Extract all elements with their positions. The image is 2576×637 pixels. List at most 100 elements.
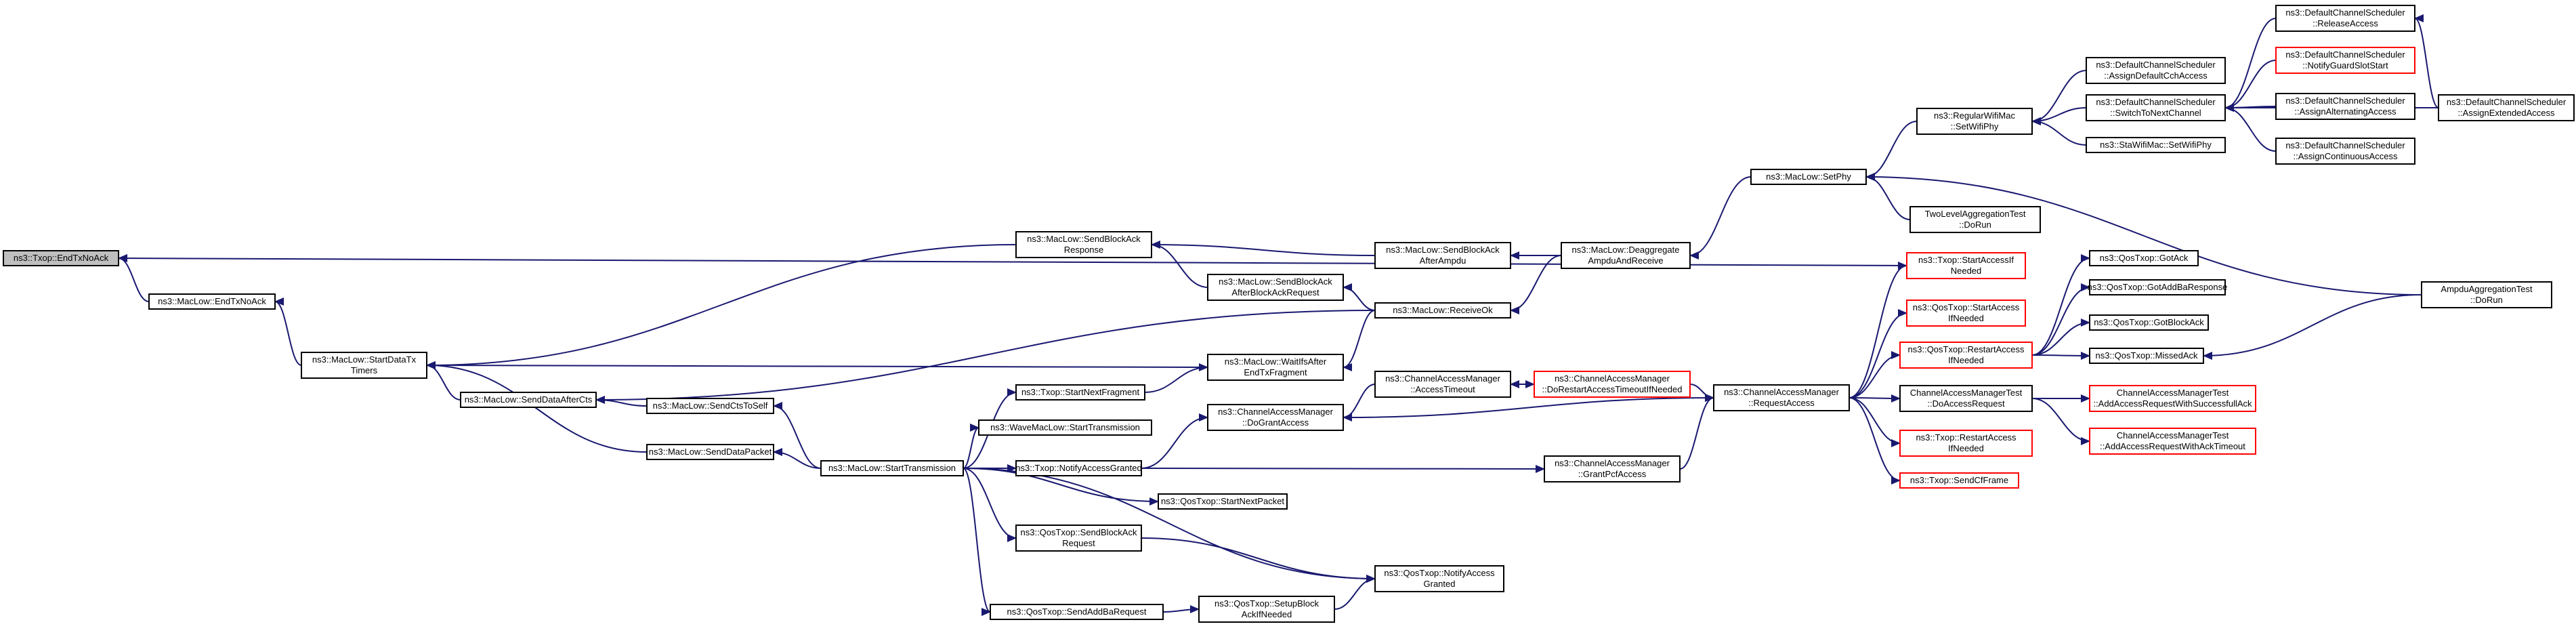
graph-node-assignextended[interactable]: ns3::DefaultChannelScheduler::AssignExte… — [2438, 94, 2575, 121]
node-box — [148, 293, 276, 310]
node-label: ChannelAccessManagerTest — [1910, 388, 2023, 398]
graph-node-qostxop-sendaddba[interactable]: ns3::QosTxop::SendAddBaRequest — [990, 604, 1164, 620]
node-label: ns3::MacLow::EndTxNoAck — [158, 296, 266, 306]
node-box — [2086, 137, 2226, 153]
node-label: ::DoRun — [1959, 220, 1991, 230]
call-edge — [1151, 241, 1376, 256]
node-label: ns3::MacLow::SendBlockAck — [1386, 245, 1500, 255]
node-label: ::AddAccessRequestWithSuccessfullAck — [2093, 398, 2252, 409]
graph-node-qostxop-gotblockack[interactable]: ns3::QosTxop::GotBlockAck — [2089, 314, 2209, 331]
graph-node-assignalternating[interactable]: ns3::DefaultChannelScheduler::AssignAlte… — [2275, 93, 2415, 120]
graph-node-txop-startnextfragment[interactable]: ns3::Txop::StartNextFragment — [1015, 384, 1145, 400]
graph-node-setphy[interactable]: ns3::MacLow::SetPhy — [1750, 169, 1867, 185]
graph-node-switchtonext[interactable]: ns3::DefaultChannelScheduler::SwitchToNe… — [2086, 94, 2226, 121]
node-label: AmpduAggregationTest — [2441, 284, 2533, 294]
graph-node-cam-accesstimeout[interactable]: ns3::ChannelAccessManager::AccessTimeout — [1374, 371, 1511, 398]
graph-node-camtest-acktimeout[interactable]: ChannelAccessManagerTest::AddAccessReque… — [2089, 428, 2256, 455]
graph-node-qostxop-notifyaccessgranted[interactable]: ns3::QosTxop::NotifyAccessGranted — [1374, 565, 1504, 592]
graph-node-txop-notifyaccessgranted[interactable]: ns3::Txop::NotifyAccessGranted — [1015, 460, 1142, 476]
node-label: ns3::DefaultChannelScheduler — [2096, 97, 2216, 107]
node-box — [301, 352, 427, 379]
graph-node-regularwifimac[interactable]: ns3::RegularWifiMac::SetWifiPhy — [1916, 108, 2033, 135]
node-box — [1374, 371, 1511, 398]
graph-node-notifyguardslot[interactable]: ns3::DefaultChannelScheduler::NotifyGuar… — [2275, 47, 2415, 74]
call-edge — [1865, 173, 1911, 220]
node-box — [1158, 493, 1288, 510]
graph-node-maclow-endtxnoack[interactable]: ns3::MacLow::EndTxNoAck — [148, 293, 276, 310]
graph-node-cam-dogrant[interactable]: ns3::ChannelAccessManager::DoGrantAccess — [1207, 404, 1344, 431]
graph-node-assigncontinuous[interactable]: ns3::DefaultChannelScheduler::AssignCont… — [2275, 138, 2415, 165]
node-box — [460, 392, 597, 408]
node-label: ns3::MacLow::WaitIfsAfter — [1225, 356, 1327, 367]
node-label: ns3::MacLow::ReceiveOk — [1393, 305, 1493, 315]
call-edge — [595, 310, 1376, 404]
node-box — [1015, 384, 1145, 400]
graph-node-qostxop-gotaddba[interactable]: ns3::QosTxop::GotAddBaResponse — [2088, 279, 2228, 295]
graph-node-qostxop-gotack[interactable]: ns3::QosTxop::GotAck — [2089, 250, 2199, 266]
node-label: ::DoGrantAccess — [1242, 417, 1309, 428]
graph-node-senddataafterctx[interactable]: ns3::MacLow::SendDataAfterCts — [460, 392, 597, 408]
node-box — [978, 419, 1152, 436]
graph-node-assigndefaultcch[interactable]: ns3::DefaultChannelScheduler::AssignDefa… — [2086, 57, 2226, 84]
call-edge — [2414, 14, 2439, 108]
node-label: ns3::RegularWifiMac — [1934, 110, 2015, 121]
node-label: ns3::ChannelAccessManager — [1724, 387, 1839, 397]
node-label: Response — [1064, 245, 1104, 255]
node-box — [1906, 252, 2026, 279]
node-box — [2089, 385, 2256, 412]
call-edge — [1343, 310, 1376, 371]
node-box — [1899, 472, 2019, 489]
node-box — [2275, 93, 2415, 120]
call-edge — [963, 424, 979, 469]
node-box — [1534, 371, 1691, 398]
graph-node-root[interactable]: ns3::Txop::EndTxNoAck — [3, 250, 119, 266]
node-label: EndTxFragment — [1244, 367, 1307, 377]
node-label: ns3::DefaultChannelScheduler — [2285, 140, 2405, 150]
graph-node-ampduagg[interactable]: AmpduAggregationTest::DoRun — [2421, 281, 2552, 308]
graph-node-qostxop-startnextpacket[interactable]: ns3::QosTxop::StartNextPacket — [1158, 493, 1288, 510]
call-edge — [1849, 397, 1901, 447]
call-edge — [426, 361, 1208, 370]
node-label: ns3::MacLow::SetPhy — [1766, 171, 1851, 182]
graph-node-camtest-dorequest[interactable]: ChannelAccessManagerTest::DoAccessReques… — [1899, 385, 2033, 412]
graph-node-sendblockackafterbar[interactable]: ns3::MacLow::SendBlockAckAfterBlockAckRe… — [1207, 274, 1344, 301]
node-label: Needed — [1951, 266, 1982, 276]
graph-node-sendctstoself[interactable]: ns3::MacLow::SendCtsToSelf — [646, 398, 774, 414]
node-label: ns3::MacLow::SendBlockAck — [1027, 234, 1141, 244]
call-edge — [2203, 294, 2422, 360]
node-box — [1899, 430, 2033, 457]
graph-node-camtest-successfulack[interactable]: ChannelAccessManagerTest::AddAccessReque… — [2089, 385, 2256, 412]
graph-node-qostxop-missedack[interactable]: ns3::QosTxop::MissedAck — [2089, 348, 2204, 364]
graph-node-txop-sendcfframe[interactable]: ns3::Txop::SendCfFrame — [1899, 472, 2019, 489]
graph-node-cam-grantpcf[interactable]: ns3::ChannelAccessManager::GrantPcfAcces… — [1544, 455, 1681, 482]
graph-node-senddatapacket[interactable]: ns3::MacLow::SendDataPacket — [646, 444, 774, 460]
graph-node-stawifimac[interactable]: ns3::StaWifiMac::SetWifiPhy — [2086, 137, 2226, 153]
node-box — [2086, 57, 2226, 84]
node-layer: ns3::Txop::EndTxNoAckns3::MacLow::EndTxN… — [3, 5, 2575, 623]
call-edge — [2224, 60, 2277, 112]
graph-node-twolevel[interactable]: TwoLevelAggregationTest::DoRun — [1909, 206, 2041, 233]
node-label: Timers — [351, 365, 378, 375]
graph-node-wavemaclow[interactable]: ns3::WaveMacLow::StartTransmission — [978, 419, 1152, 436]
call-edge — [1689, 384, 1714, 402]
graph-node-releaseaccess[interactable]: ns3::DefaultChannelScheduler::ReleaseAcc… — [2275, 5, 2415, 32]
graph-node-receiveok[interactable]: ns3::MacLow::ReceiveOk — [1374, 302, 1511, 318]
graph-node-starttransmission[interactable]: ns3::MacLow::StartTransmission — [820, 460, 964, 476]
node-box — [1544, 455, 1681, 482]
graph-node-cam-requestaccess[interactable]: ns3::ChannelAccessManager::RequestAccess — [1713, 384, 1850, 411]
node-label: ::SwitchToNextChannel — [2110, 108, 2201, 118]
node-label: ::AssignContinuousAccess — [2294, 151, 2398, 161]
node-label: ::AssignAlternatingAccess — [2294, 106, 2396, 117]
graph-node-cam-dorestart[interactable]: ns3::ChannelAccessManager::DoRestartAcce… — [1534, 371, 1691, 398]
